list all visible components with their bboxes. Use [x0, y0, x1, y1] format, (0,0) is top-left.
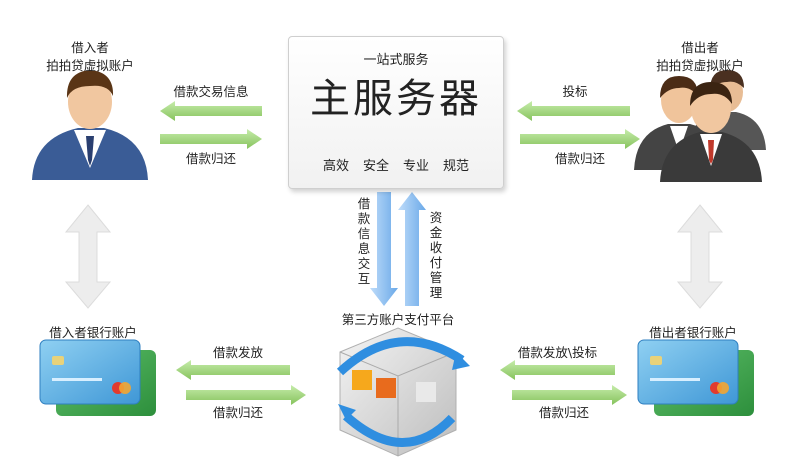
- lender-group-icon: [634, 70, 766, 182]
- fund-management-arrow: [398, 192, 426, 306]
- right-repay-label: 借款归还: [538, 405, 589, 420]
- server-tag: 高效: [322, 159, 349, 174]
- main-server-box: 一站式服务 主服务器 高效 安全 专业 规范: [288, 36, 504, 189]
- borrower-name: 借入者: [71, 40, 109, 55]
- left-repay-arrow: [186, 385, 306, 405]
- bid-label: 投标: [562, 84, 588, 99]
- platform-name: 第三方账户支付平台: [341, 312, 455, 327]
- borrower-avatar-icon: [32, 70, 148, 180]
- info-exchange-label: 借款信息交互: [357, 196, 371, 286]
- left-repay-label: 借款归还: [212, 405, 263, 420]
- payment-platform-cube-icon: [336, 327, 470, 457]
- right-disburse-arrow: [500, 360, 615, 380]
- borrower-bank-card-icon: [39, 339, 156, 416]
- loan-info-label: 借款交易信息: [173, 84, 249, 99]
- borrower-repay-arrow: [160, 129, 262, 149]
- info-exchange-arrow: [370, 192, 398, 306]
- right-repay-arrow: [512, 385, 627, 405]
- lender-bank-card-icon: [637, 339, 754, 416]
- loan-info-arrow: [160, 101, 262, 121]
- left-disburse-label: 借款发放: [212, 345, 263, 360]
- lender-bank-link-arrow: [676, 204, 724, 309]
- server-name: 主服务器: [310, 76, 482, 122]
- lender-repay-label: 借款归还: [554, 151, 605, 166]
- lender-repay-arrow: [520, 129, 640, 149]
- borrower-bank-link-arrow: [64, 204, 112, 309]
- left-disburse-arrow: [176, 360, 290, 380]
- server-tag: 专业: [403, 159, 430, 174]
- bid-arrow: [517, 101, 630, 121]
- lender-account: 拍拍贷虚拟账户: [656, 58, 744, 73]
- borrower-repay-label: 借款归还: [185, 151, 236, 166]
- right-disburse-label: 借款发放\投标: [517, 345, 598, 360]
- lender-bank-label: 借出者银行账户: [649, 325, 737, 340]
- borrower-bank-label: 借入者银行账户: [49, 325, 137, 340]
- server-tag: 安全: [362, 159, 389, 174]
- server-title: 一站式服务: [363, 53, 429, 68]
- lender-name: 借出者: [681, 40, 719, 55]
- fund-management-label: 资金收付管理: [429, 210, 443, 300]
- borrower-account: 拍拍贷虚拟账户: [46, 58, 134, 73]
- server-tags: 高效 安全 专业 规范: [289, 155, 503, 174]
- server-tag: 规范: [443, 159, 470, 174]
